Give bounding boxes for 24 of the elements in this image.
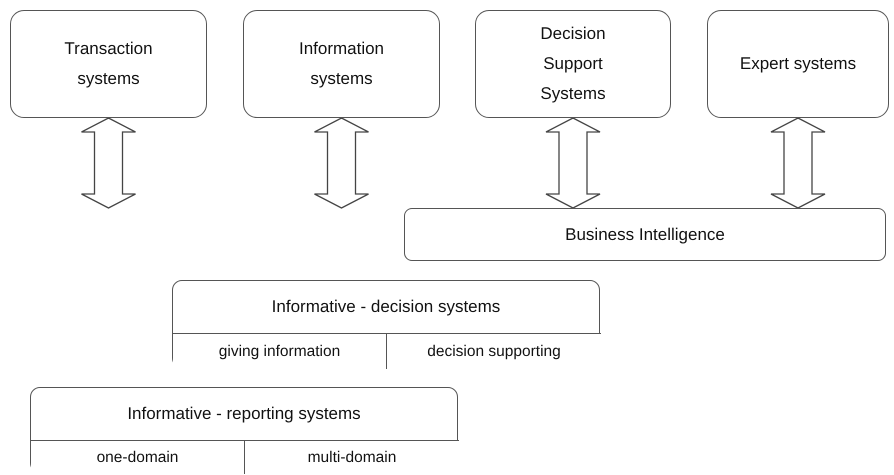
box-label: Decision Support Systems [539, 23, 607, 105]
box-label: decision supporting [427, 342, 561, 362]
table-cell [31, 440, 245, 474]
panel-heading: Informative - reporting systems [127, 403, 361, 425]
box-label: one-domain [96, 448, 178, 468]
system-panel [30, 387, 458, 473]
box-label: Transaction systems [63, 38, 154, 90]
system-box [475, 10, 671, 118]
double-arrow [770, 117, 826, 209]
box-label: Information systems [298, 38, 386, 90]
system-box [404, 208, 886, 261]
system-box [707, 10, 889, 118]
system-panel [172, 280, 600, 368]
box-label: giving information [218, 342, 340, 362]
double-arrow [545, 117, 601, 209]
box-label: Expert systems [740, 53, 856, 75]
table-cell [173, 333, 387, 369]
double-arrow [80, 117, 136, 209]
system-box [10, 10, 207, 118]
panel-heading: Informative - decision systems [272, 296, 500, 318]
double-arrow [314, 117, 370, 209]
box-label: Business Intelligence [565, 224, 725, 246]
system-box [243, 10, 440, 118]
box-label: multi-domain [308, 448, 396, 468]
